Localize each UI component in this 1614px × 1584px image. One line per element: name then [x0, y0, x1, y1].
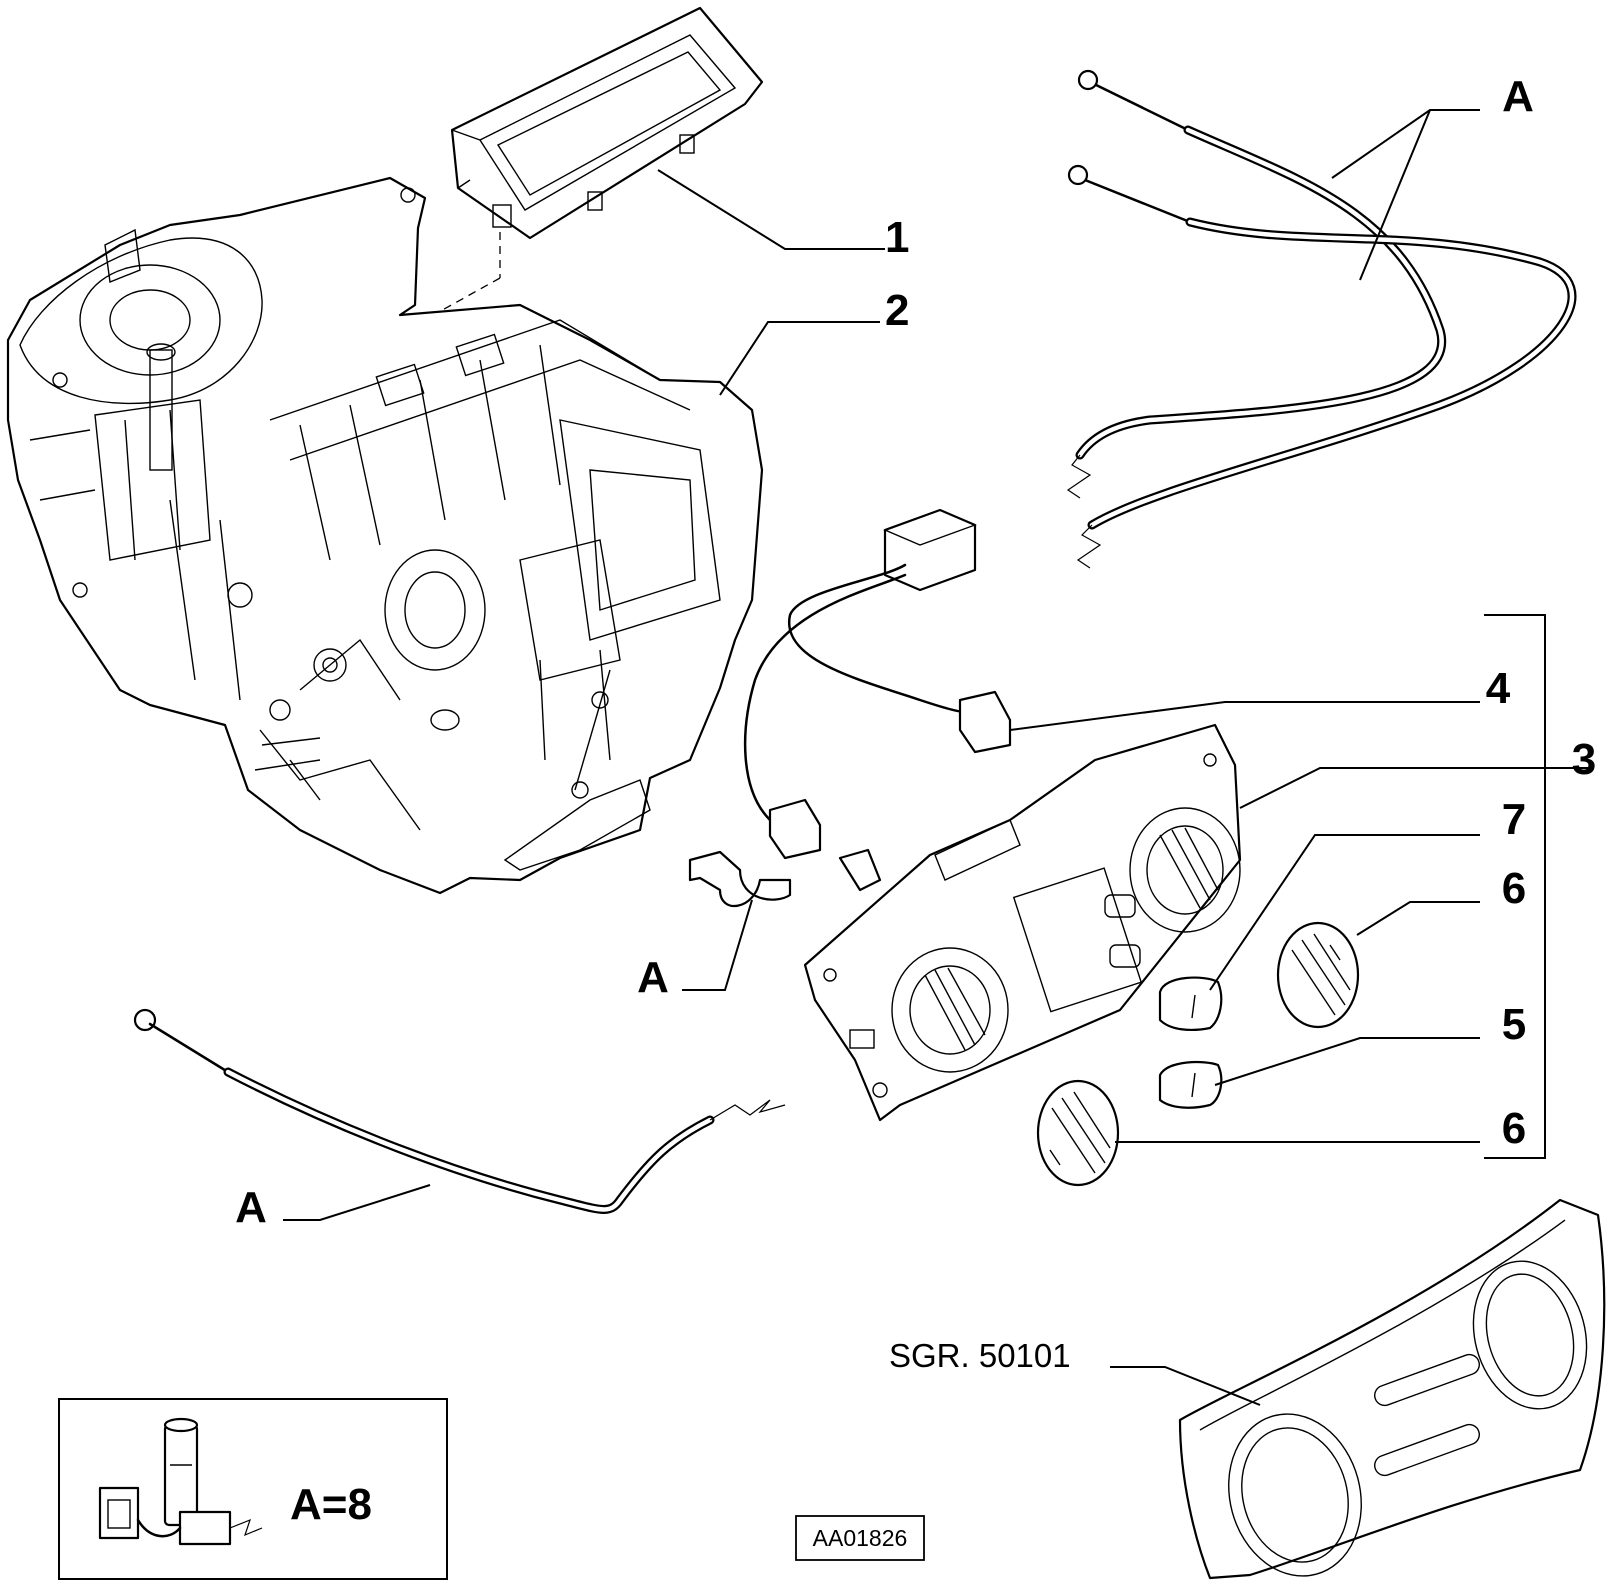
callout-3: 3 [1572, 735, 1596, 784]
drawing-code-box: AA01826 [795, 1515, 925, 1561]
leader-6-upper [1356, 901, 1480, 936]
leader-2 [719, 321, 880, 396]
drawing-code: AA01826 [813, 1525, 908, 1551]
callout-7: 7 [1502, 795, 1526, 844]
leader-7 [1209, 834, 1480, 991]
part-2-heater-unit [6, 176, 764, 895]
callout-1: 1 [885, 213, 909, 262]
callout-6-upper: 6 [1502, 864, 1526, 913]
reference-label: SGR. 50101 [889, 1337, 1071, 1374]
callout-5: 5 [1502, 1000, 1526, 1049]
leader-a-clip [682, 899, 753, 991]
callout-4: 4 [1486, 664, 1511, 713]
leader-1 [657, 169, 885, 250]
cables-a-top [1066, 69, 1577, 569]
group-bracket [1484, 614, 1546, 1159]
leader-a-bottom [283, 1184, 431, 1221]
leader-sgr [1110, 1366, 1261, 1406]
cable-a-bottom [133, 1008, 786, 1214]
leader-3 [1239, 767, 1592, 809]
leader-5 [1214, 1037, 1480, 1086]
kit-parts-icon [98, 1417, 263, 1546]
part-4-wiring-harness [743, 508, 1012, 892]
callout-6-lower: 6 [1502, 1104, 1526, 1153]
part-3-control-panel [803, 723, 1242, 1122]
callout-a-clip: A [637, 953, 669, 1002]
callout-a-top: A [1502, 72, 1534, 121]
part-6-knob-lower [1036, 1079, 1120, 1187]
leader-a-top-2 [1359, 109, 1431, 281]
bezel-sgr-50101 [1178, 1198, 1606, 1580]
callout-2: 2 [885, 286, 909, 335]
leader-4 [1009, 701, 1480, 731]
kit-inset: A=8 [58, 1398, 448, 1580]
part-6-knob-upper [1276, 921, 1360, 1029]
callout-a-bottom: A [235, 1183, 267, 1232]
part-5-button [1158, 1060, 1223, 1109]
part-1-filter-frame [450, 6, 764, 240]
part-7-button [1158, 976, 1223, 1031]
clip-a [688, 850, 792, 908]
kit-quantity-label: A=8 [290, 1480, 372, 1529]
